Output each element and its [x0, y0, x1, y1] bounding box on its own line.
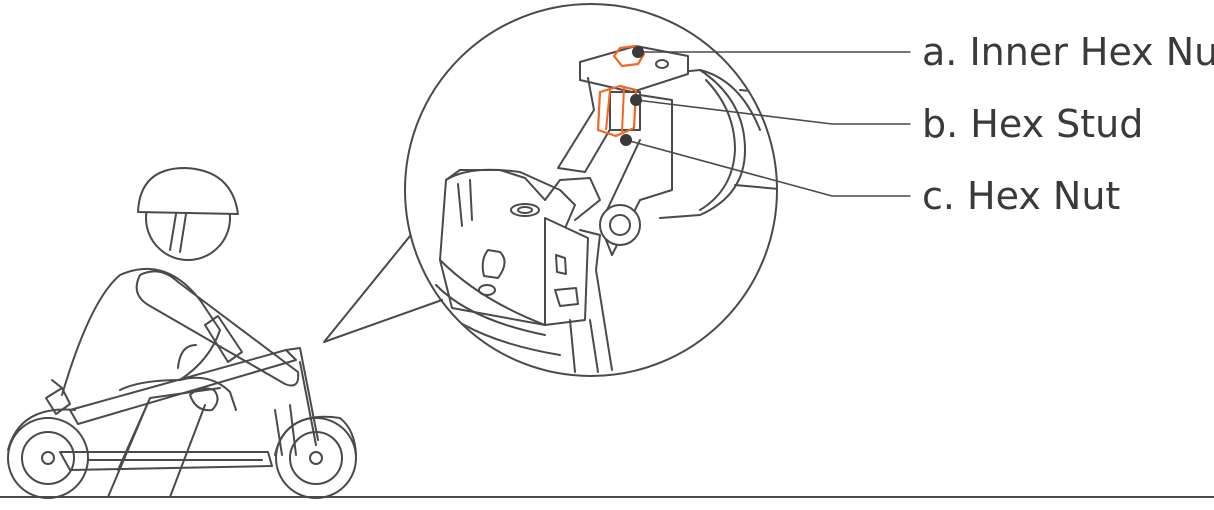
inner-hex-nut: [612, 44, 646, 68]
callout-label-hex-stud: b. Hex Stud: [922, 102, 1144, 146]
scooter-stem: [274, 404, 297, 456]
rider-torso: [61, 267, 221, 396]
zoom-circle: [404, 3, 778, 377]
rider-legs: [107, 387, 221, 498]
callout-dot-c: [620, 134, 632, 146]
leader-line-c: [625, 139, 911, 197]
scooter-deck: [59, 451, 273, 471]
highlighted-hex-parts: [596, 44, 646, 138]
callout-dot-a: [632, 46, 644, 58]
rider-arm: [135, 270, 300, 387]
scooter-rider-illustration: [7, 167, 357, 499]
rear-wheel: [7, 408, 89, 499]
callout-label-inner-hex-nut: a. Inner Hex Nut: [922, 30, 1214, 74]
rider-head: [137, 167, 239, 261]
zoom-pointer: [323, 235, 443, 343]
callout-dot-b: [630, 94, 642, 106]
callout-label-hex-nut: c. Hex Nut: [922, 174, 1121, 218]
zoom-callout: [323, 3, 778, 377]
hex-stud: [596, 84, 638, 138]
leader-line-b: [635, 99, 911, 125]
callout-leaders: [620, 46, 911, 197]
